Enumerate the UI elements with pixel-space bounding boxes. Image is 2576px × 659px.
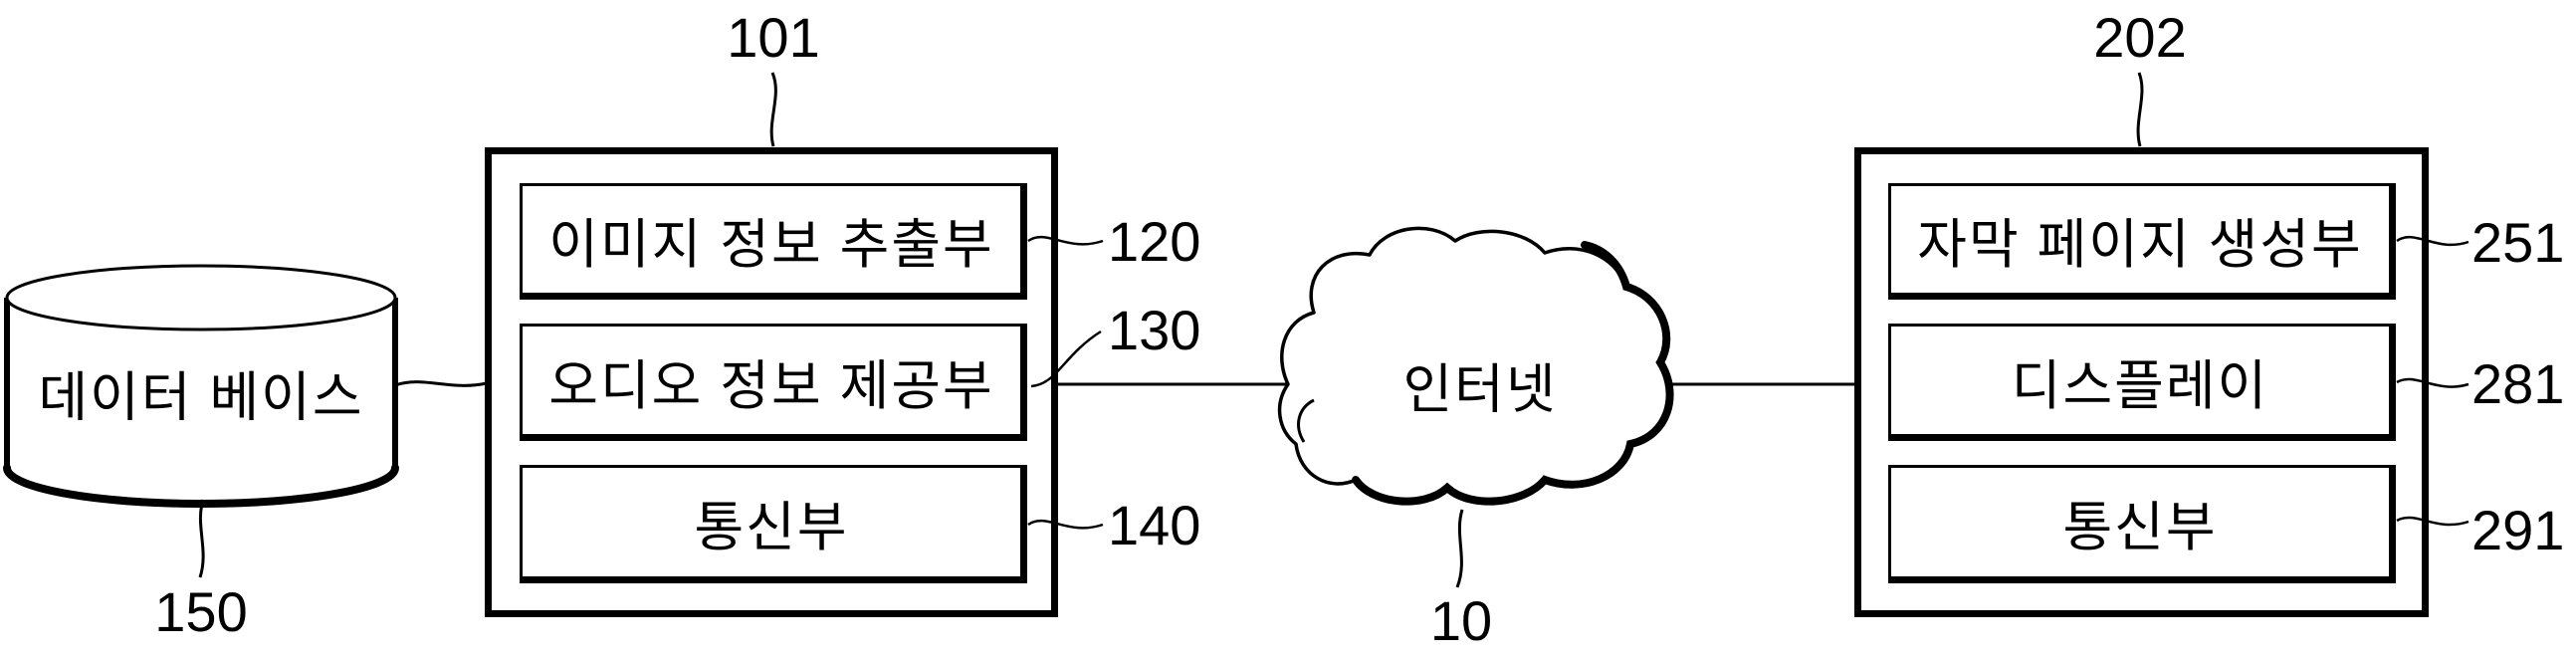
ref-130: 130 bbox=[1108, 299, 1201, 361]
ref-120: 120 bbox=[1108, 210, 1201, 273]
connector-database-to-server bbox=[394, 380, 488, 387]
module-server-communication: 통신부 bbox=[520, 465, 1027, 583]
ref-10: 10 bbox=[1429, 589, 1493, 652]
module-display: 디스플레이 bbox=[1888, 324, 2396, 441]
ref-291: 291 bbox=[2471, 499, 2565, 561]
module-client-communication: 통신부 bbox=[1888, 465, 2396, 583]
ref-202: 202 bbox=[2093, 6, 2187, 69]
module-caption-page-generator: 자막 페이지 생성부 bbox=[1888, 183, 2396, 300]
database-cylinder-icon bbox=[3, 264, 399, 508]
client-box bbox=[1854, 147, 2429, 617]
database-label: 데이터 베이스 bbox=[38, 367, 364, 428]
module-image-info-extractor: 이미지 정보 추출부 bbox=[520, 183, 1027, 300]
ref-281: 281 bbox=[2471, 352, 2565, 415]
ref-101: 101 bbox=[727, 6, 820, 69]
module-audio-info-provider: 오디오 정보 제공부 bbox=[520, 324, 1027, 441]
ref-140: 140 bbox=[1108, 494, 1201, 556]
internet-cloud-icon bbox=[1277, 226, 1674, 506]
internet-label: 인터넷 bbox=[1402, 359, 1558, 420]
ref-251: 251 bbox=[2471, 211, 2565, 274]
server-box bbox=[485, 147, 1058, 617]
ref-150: 150 bbox=[154, 580, 248, 643]
